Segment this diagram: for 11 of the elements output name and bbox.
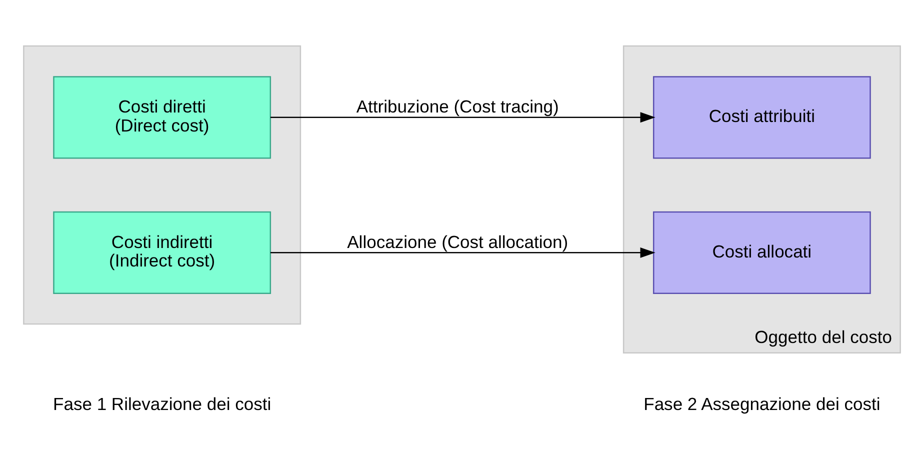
arrow <box>270 247 656 258</box>
edge-label: Attribuzione (Cost tracing) <box>356 96 559 117</box>
node-box: Costi indiretti (Indirect cost) <box>53 211 272 294</box>
label: Fase 1 Rilevazione dei costi <box>53 394 272 414</box>
label: Fase 2 Assegnazione dei costi <box>644 394 880 414</box>
node-box: Costi allocati <box>652 211 871 294</box>
cluster <box>23 45 302 325</box>
node-box: Costi diretti (Direct cost) <box>53 76 272 159</box>
node-box: Costi attribuiti <box>652 76 871 159</box>
edge-label: Allocazione (Cost allocation) <box>347 232 568 252</box>
arrow <box>270 112 656 123</box>
